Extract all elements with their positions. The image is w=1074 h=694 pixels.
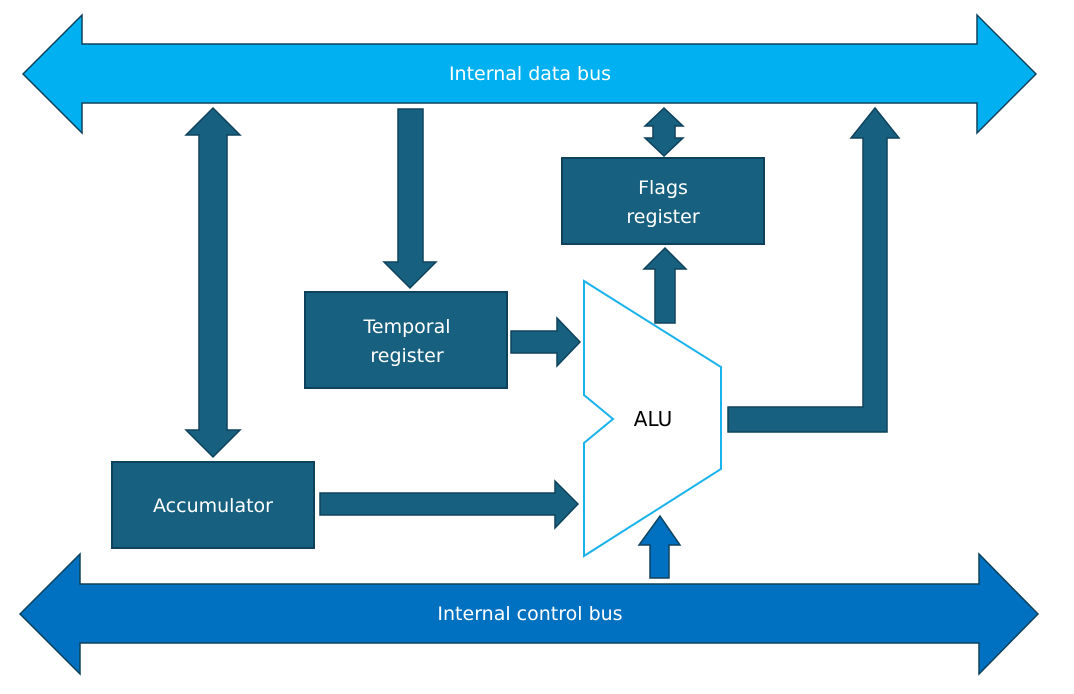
internal-data-bus: Internal data bus — [21, 13, 1038, 135]
accumulator-label: Accumulator — [153, 495, 273, 517]
control-bus-label: Internal control bus — [437, 603, 622, 625]
flags-register-label-line1: Flags — [638, 177, 688, 199]
temporal-register-label-line2: register — [370, 345, 443, 367]
temporal-to-alu-arrow — [510, 316, 582, 368]
internal-control-bus: Internal control bus — [18, 552, 1040, 676]
temporal-register-box — [304, 291, 508, 389]
flags-register-label-line2: register — [626, 206, 699, 228]
flags-register-box — [561, 157, 765, 245]
data-bus-arrow-shape — [21, 13, 1038, 135]
alu: ALU — [583, 279, 722, 558]
alu-to-flags-arrow — [642, 246, 688, 324]
accumulator-to-alu-arrow — [319, 479, 580, 530]
data-bus-flags-double-arrow — [643, 106, 685, 158]
data-bus-label: Internal data bus — [449, 63, 611, 85]
flags-register: Flags register — [561, 157, 765, 245]
data-bus-to-temporal-arrow — [382, 108, 438, 290]
accumulator-box — [111, 461, 315, 549]
alu-to-data-bus-arrow — [727, 106, 901, 433]
accumulator: Accumulator — [111, 461, 315, 549]
alu-label: ALU — [634, 407, 672, 431]
alu-shape — [583, 279, 722, 558]
data-bus-accumulator-double-arrow — [184, 106, 242, 459]
temporal-register-label-line1: Temporal — [363, 316, 451, 338]
control-bus-to-alu-arrow — [637, 514, 682, 579]
control-bus-arrow-shape — [18, 552, 1040, 676]
temporal-register: Temporal register — [304, 291, 508, 389]
